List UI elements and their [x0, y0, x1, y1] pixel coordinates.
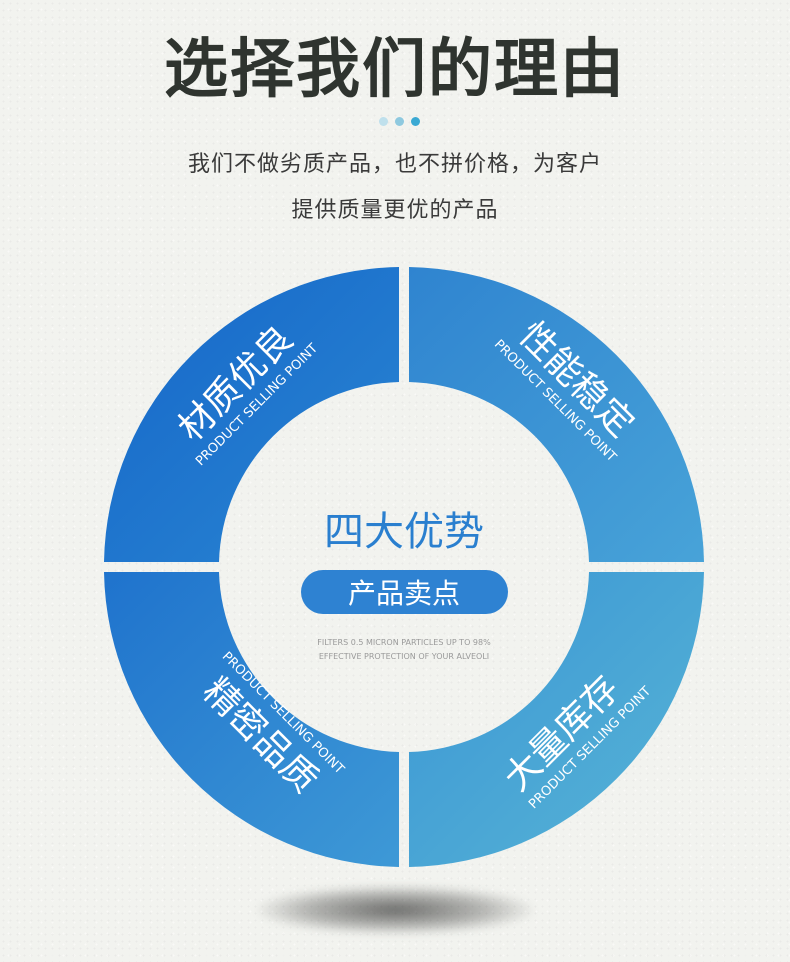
subtitle-line-2: 提供质量更优的产品 — [291, 198, 499, 223]
segment-top-left — [104, 267, 399, 562]
center-small-line-1: FILTERS 0.5 MICRON PARTICLES UP TO 98% — [317, 638, 491, 647]
center-badge-label: 产品卖点 — [348, 577, 460, 610]
center-badge — [301, 570, 508, 614]
page-title: 选择我们的理由 — [164, 33, 626, 107]
decorative-dots — [379, 117, 420, 126]
center-small-line-2: EFFECTIVE PROTECTION OF YOUR ALVEOLI — [319, 652, 489, 661]
subtitle-line-1: 我们不做劣质产品，也不拼价格，为客户 — [187, 152, 602, 177]
dot-2 — [395, 117, 404, 126]
dot-3 — [411, 117, 420, 126]
dot-1 — [379, 117, 388, 126]
center-title: 四大优势 — [324, 509, 484, 555]
segment-top-right — [409, 267, 704, 562]
segment-bottom-right — [409, 572, 704, 867]
segment-bottom-left — [104, 572, 399, 867]
ring-shadow — [255, 885, 535, 935]
